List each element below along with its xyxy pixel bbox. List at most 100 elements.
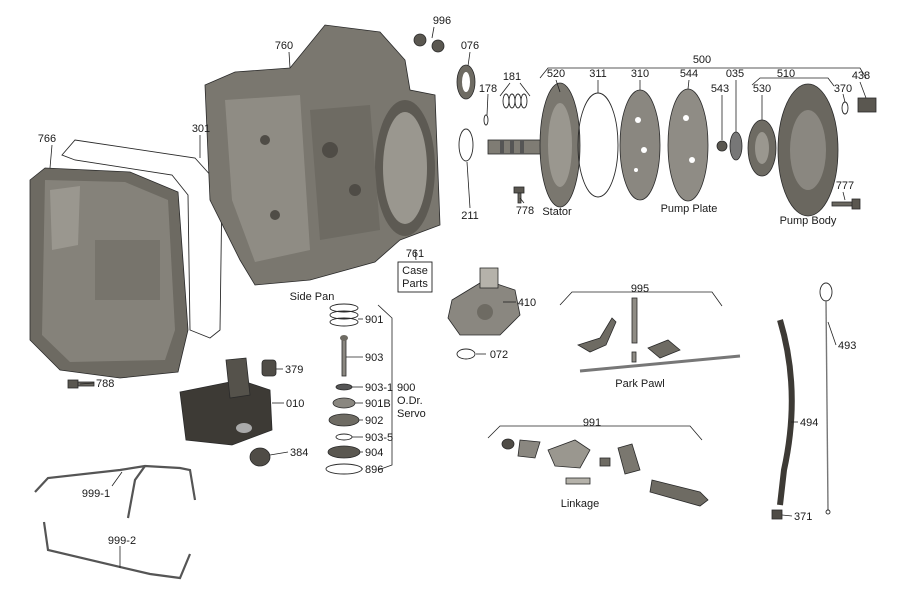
seal-ring-178 (483, 114, 489, 126)
label-530: 530 (753, 83, 771, 95)
label-778: 778 (516, 205, 534, 217)
plugs-996 (413, 33, 445, 53)
label-999-2: 999-2 (108, 535, 136, 547)
label-438: 438 (852, 70, 870, 82)
linkage-parts (501, 438, 709, 507)
group-bracket-181 (499, 82, 531, 97)
pan-gasket-301 (61, 139, 223, 339)
dipstick-493 (819, 282, 833, 515)
label-991: 991 (583, 417, 601, 429)
label-995: 995 (631, 283, 649, 295)
bracket-999-2 (42, 521, 192, 580)
spring-901B (332, 397, 356, 409)
bracket-999-1 (34, 464, 197, 501)
range-switch-410 (447, 267, 521, 336)
o-ring-072 (456, 348, 476, 360)
group-bracket-510 (751, 77, 835, 87)
label-076: 076 (461, 40, 479, 52)
piston-902 (328, 413, 360, 427)
o-ring-311 (577, 92, 619, 198)
plate-310 (619, 89, 661, 201)
clip-903-5 (335, 433, 353, 441)
label-904: 904 (365, 447, 383, 459)
caption-stator: Stator (542, 206, 572, 218)
group-bracket-500 (539, 67, 867, 79)
label-178: 178 (479, 83, 497, 95)
label-996: 996 (433, 15, 451, 27)
label-010: 010 (286, 398, 304, 410)
caption-side-pan: Side Pan (290, 291, 335, 303)
label-901B: 901B (365, 398, 391, 410)
bolt-778 (513, 186, 525, 204)
label-761: 761 (406, 248, 424, 260)
o-ring-211 (458, 128, 474, 162)
servo-spring-901 (329, 303, 359, 327)
label-903: 903 (365, 352, 383, 364)
group-captions: Stator Pump Plate Pump Body Case Parts S… (290, 203, 837, 510)
label-035: 035 (726, 68, 744, 80)
caption-case-line2: Parts (402, 278, 428, 290)
label-410: 410 (518, 297, 536, 309)
stator-520 (539, 82, 581, 208)
plug-384 (249, 447, 271, 467)
fitting-438 (857, 97, 877, 113)
label-494: 494 (800, 417, 818, 429)
caption-pump-body: Pump Body (780, 215, 837, 227)
label-903-5: 903-5 (365, 432, 393, 444)
label-543: 543 (711, 83, 729, 95)
label-371: 371 (794, 511, 812, 523)
gear-530 (747, 119, 777, 177)
bracket-999-1-arm (126, 465, 146, 519)
leader-lines (49, 26, 867, 568)
label-901: 901 (365, 314, 383, 326)
caption-park-pawl: Park Pawl (615, 378, 665, 390)
label-760: 760 (275, 40, 293, 52)
label-788: 788 (96, 378, 114, 390)
label-510: 510 (777, 68, 795, 80)
filter-010 (179, 357, 273, 446)
label-999-1: 999-1 (82, 488, 110, 500)
caption-odr-line2: Servo (397, 408, 426, 420)
park-pawl-parts (577, 297, 741, 373)
label-520: 520 (547, 68, 565, 80)
seal-370 (841, 101, 849, 115)
gear-035 (729, 131, 743, 161)
pump-plate-544 (667, 88, 709, 202)
stator-shaft (487, 139, 549, 155)
label-777: 777 (836, 180, 854, 192)
label-211: 211 (461, 210, 479, 222)
servo-rod-903 (340, 335, 348, 377)
label-072: 072 (490, 349, 508, 361)
washer-903-1 (335, 383, 353, 391)
label-370: 370 (834, 83, 852, 95)
label-181: 181 (503, 71, 521, 83)
bolt-788 (67, 379, 95, 389)
caption-pump-plate: Pump Plate (661, 203, 718, 215)
label-310: 310 (631, 68, 649, 80)
bolt-777 (831, 198, 861, 210)
plug-371 (771, 509, 783, 520)
dipstick-tube-494 (777, 319, 795, 506)
label-301: 301 (192, 123, 210, 135)
label-384: 384 (290, 447, 308, 459)
cover-904 (327, 445, 361, 459)
pump-body-510 (777, 83, 839, 217)
transmission-case-760 (204, 24, 441, 286)
label-311: 311 (589, 68, 607, 80)
label-766: 766 (38, 133, 56, 145)
group-bracket-995 (559, 291, 723, 307)
plug-379 (261, 359, 277, 377)
label-902: 902 (365, 415, 383, 427)
seal-076 (456, 64, 476, 100)
snap-ring-896 (325, 463, 363, 475)
part-543 (716, 140, 728, 152)
label-544: 544 (680, 68, 698, 80)
group-bracket-900 (377, 304, 393, 471)
springs-181 (502, 93, 528, 109)
caption-case-line1: Case (402, 265, 428, 277)
label-493: 493 (838, 340, 856, 352)
label-379: 379 (285, 364, 303, 376)
group-bracket-991 (487, 425, 703, 441)
oil-pan-766 (29, 167, 189, 379)
